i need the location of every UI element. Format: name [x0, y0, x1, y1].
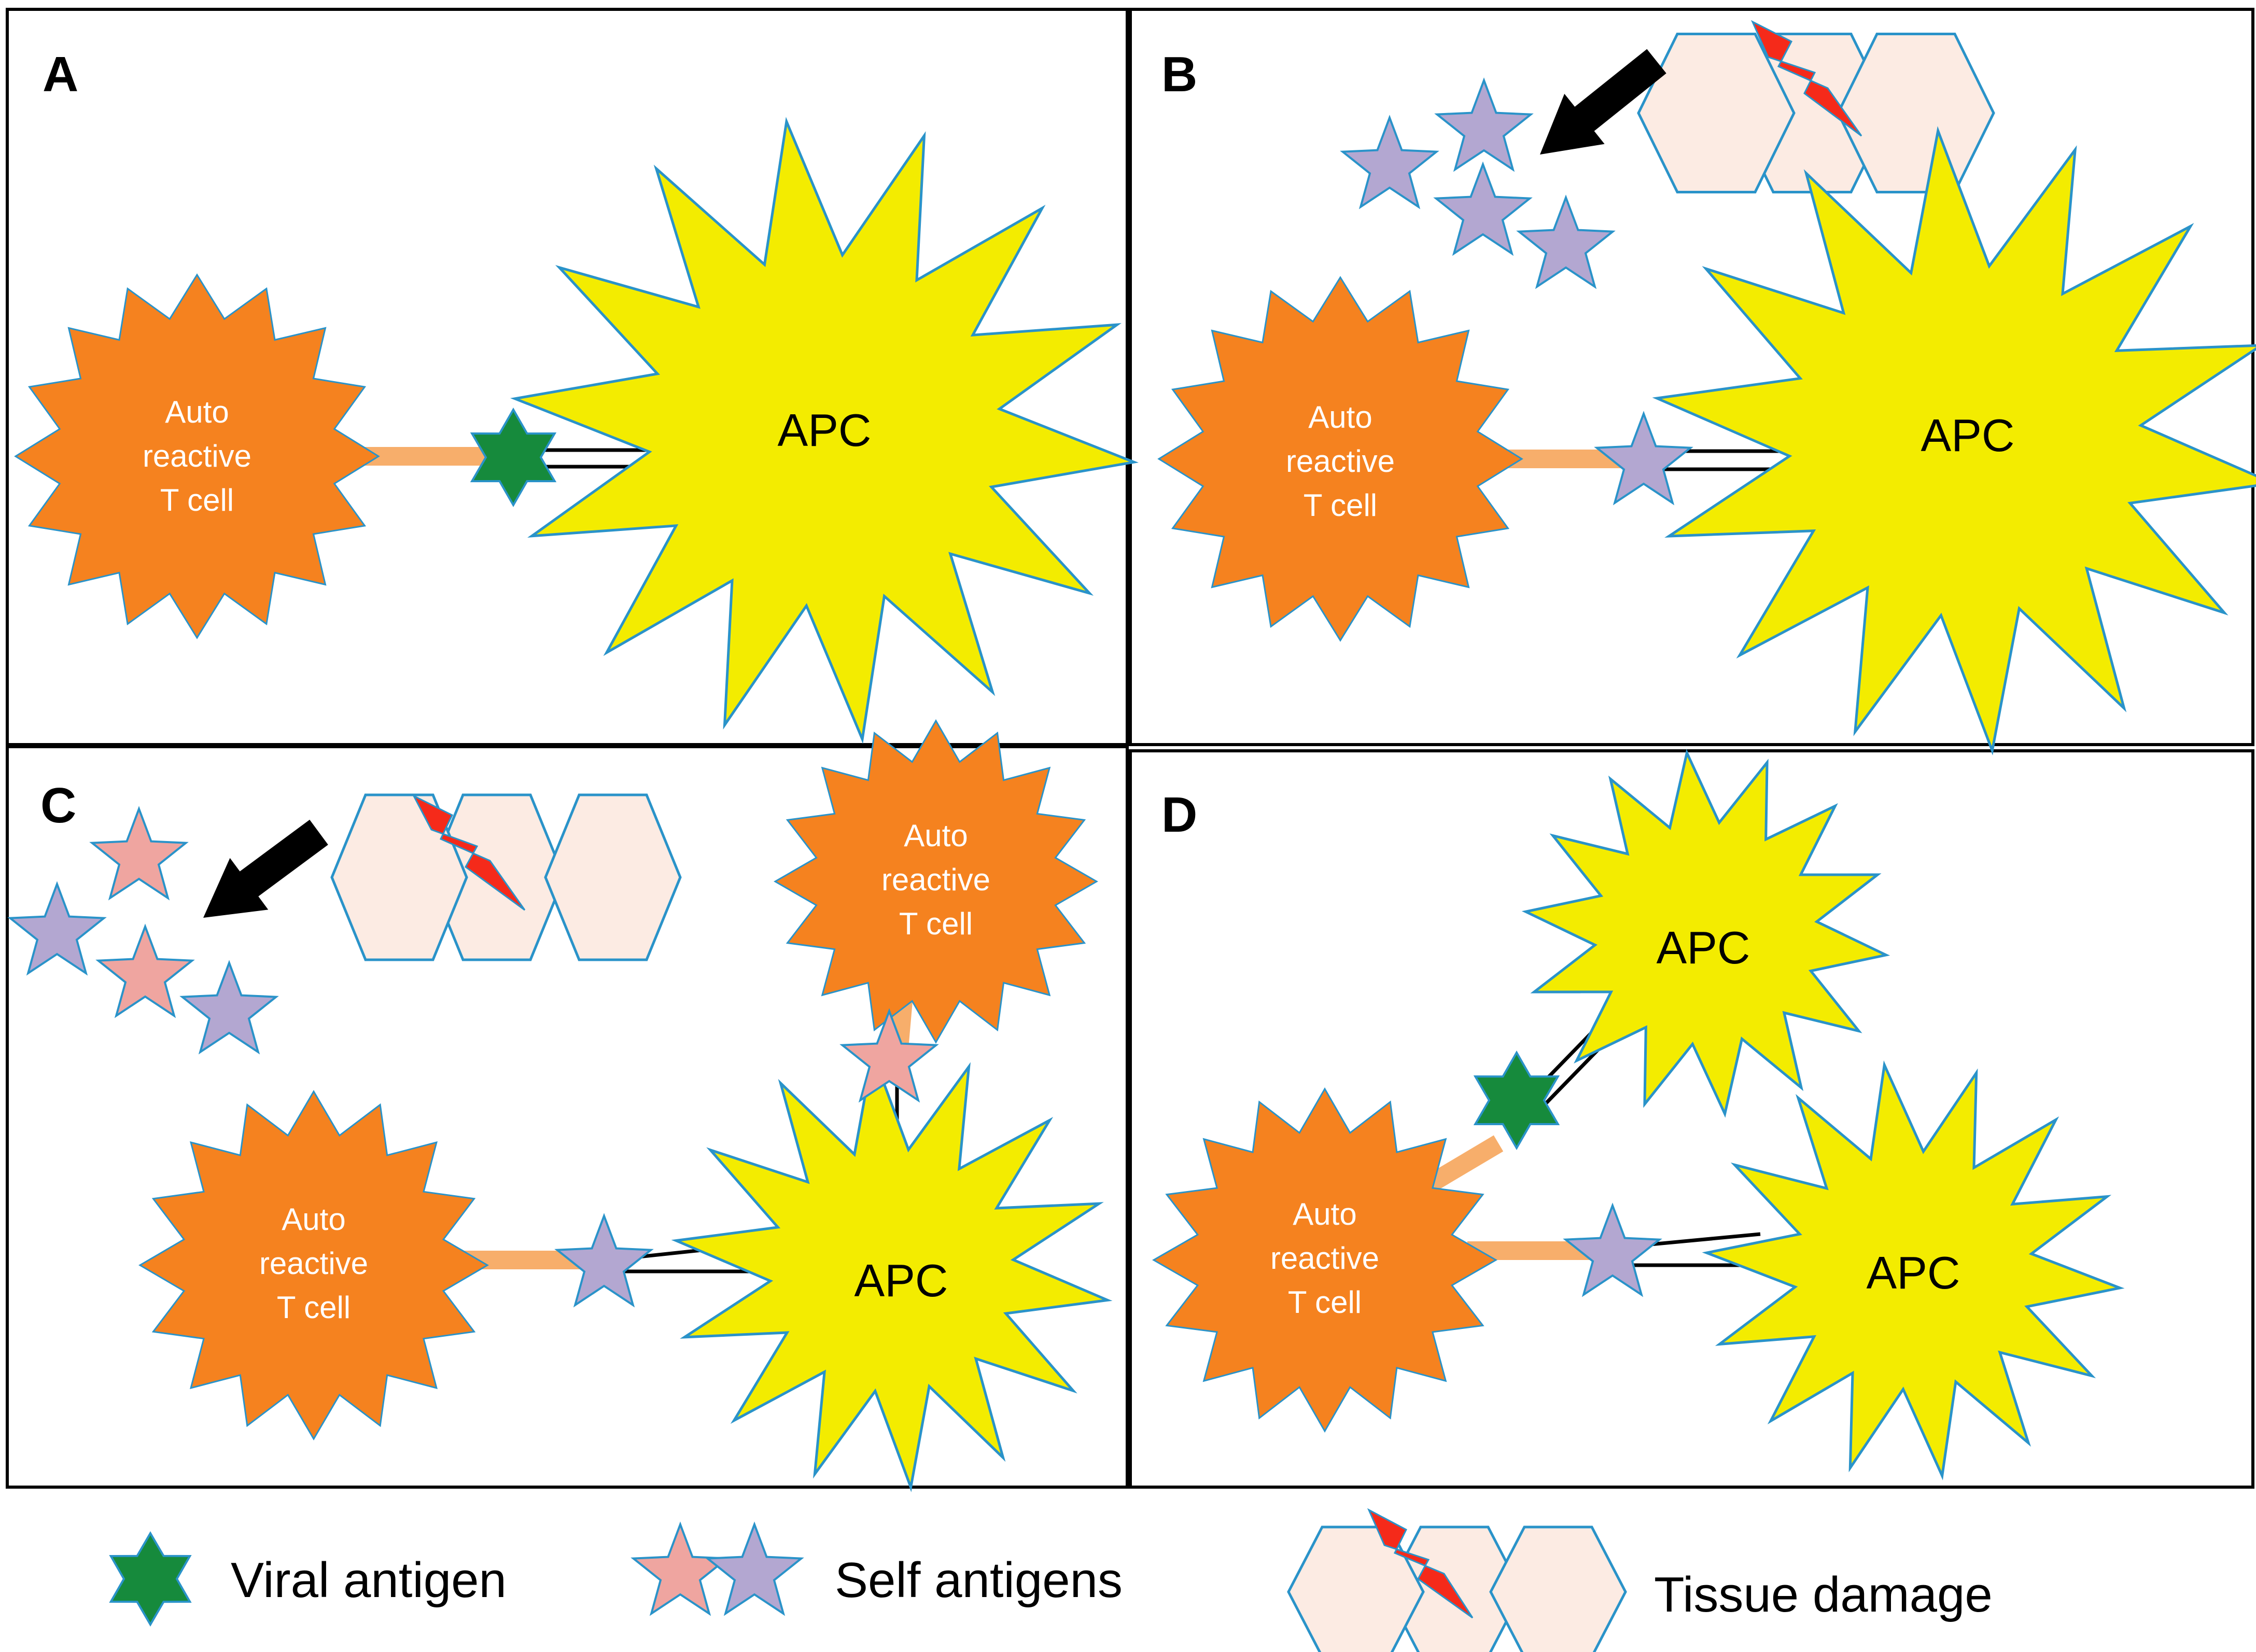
autoreactive-t-cell: [1152, 1087, 1498, 1433]
apc-cell: [1702, 1060, 2125, 1480]
apc-cell: [1521, 749, 1890, 1118]
t-cell-label: Auto: [904, 818, 968, 853]
panel-b-border: [1129, 8, 2254, 746]
apc-cell: [510, 117, 1139, 744]
panel-c-letter: C: [40, 778, 76, 833]
t-cell-label: T cell: [1304, 488, 1377, 523]
panel-d-letter: D: [1161, 787, 1197, 843]
t-cell-label: T cell: [899, 906, 973, 941]
t-cell-label: T cell: [277, 1290, 351, 1325]
self-antigen-icon: [1516, 194, 1616, 289]
self-antigen-icon: [1433, 161, 1533, 256]
self-antigen-icon: [1594, 411, 1693, 506]
tissue-cell: [330, 793, 468, 961]
self-antigen-icon: [1563, 1202, 1662, 1297]
t-cell-label: reactive: [881, 862, 990, 897]
panel-a-border: [6, 8, 1129, 746]
apc-cell: [671, 1048, 1113, 1492]
apc-label: APC: [1867, 1247, 1960, 1298]
t-cell-label: Auto: [1293, 1197, 1356, 1231]
autoreactive-t-cell: [138, 1090, 489, 1440]
t-cell-label: reactive: [1270, 1241, 1379, 1276]
self-antigen-icon: [1340, 115, 1439, 209]
t-cell-label: reactive: [1286, 444, 1395, 479]
self-antigen-icon: [179, 960, 279, 1055]
panel-d-border: [1129, 749, 2254, 1489]
self-antigen-icon: [89, 806, 189, 901]
t-cell-label: Auto: [1308, 400, 1372, 435]
self-antigen-icon: [1434, 77, 1534, 172]
t-cell-label: Auto: [165, 395, 229, 429]
panel-c-border: [6, 745, 1129, 1489]
panel-d: APC APC Auto reactive T cell: [1152, 749, 2125, 1480]
legend-viral-antigen: Viral antigen: [231, 1552, 507, 1608]
apc-label: APC: [1921, 410, 2015, 461]
t-cell-label: reactive: [259, 1246, 368, 1281]
apc-cell: [1652, 126, 2256, 755]
panel-c: APC Auto reactive T cell Auto reactive T…: [7, 719, 1113, 1492]
viral-antigen-icon: [1473, 1050, 1560, 1151]
autoreactive-t-cell: [14, 273, 380, 639]
viral-antigen-icon: [109, 1531, 192, 1627]
autoreactive-t-cell: [1157, 276, 1523, 642]
self-antigen-icon: [630, 1521, 730, 1616]
self-antigen-icon: [95, 923, 195, 1018]
panel-a-letter: A: [43, 47, 78, 102]
viral-antigen-icon: [470, 407, 557, 508]
apc-label: APC: [778, 404, 872, 456]
panel-b: APC Auto reactive T cell: [1157, 20, 2256, 755]
legend: Viral antigen Self antigens Tissue damag…: [109, 1508, 1993, 1652]
lightning-icon: [1367, 1508, 1474, 1619]
lightning-icon: [1750, 20, 1862, 137]
self-antigen-icon: [839, 1008, 939, 1103]
panel-a: APC Auto reactive T cell: [14, 117, 1139, 744]
panel-b-letter: B: [1161, 47, 1197, 102]
apc-label: APC: [1657, 922, 1750, 973]
arrow-icon: [1540, 49, 1666, 155]
tissue-cell: [544, 793, 682, 961]
legend-self-antigens: Self antigens: [835, 1552, 1123, 1608]
tissue-cell: [1489, 1525, 1627, 1652]
self-antigen-icon: [7, 881, 107, 976]
self-antigen-icon: [554, 1213, 654, 1308]
autoreactive-t-cell: [773, 719, 1099, 1044]
t-cell-label: T cell: [160, 483, 234, 517]
t-cell-label: Auto: [282, 1202, 345, 1237]
legend-tissue-damage: Tissue damage: [1654, 1567, 1993, 1622]
tissue-cell: [1287, 1525, 1425, 1652]
t-cell-label: T cell: [1288, 1285, 1362, 1320]
tissue-cell: [1637, 33, 1796, 193]
arrow-icon: [203, 819, 328, 918]
t-cell-label: reactive: [143, 439, 251, 473]
lightning-icon: [412, 794, 526, 911]
apc-label: APC: [854, 1255, 948, 1306]
self-antigen-icon: [705, 1521, 804, 1616]
